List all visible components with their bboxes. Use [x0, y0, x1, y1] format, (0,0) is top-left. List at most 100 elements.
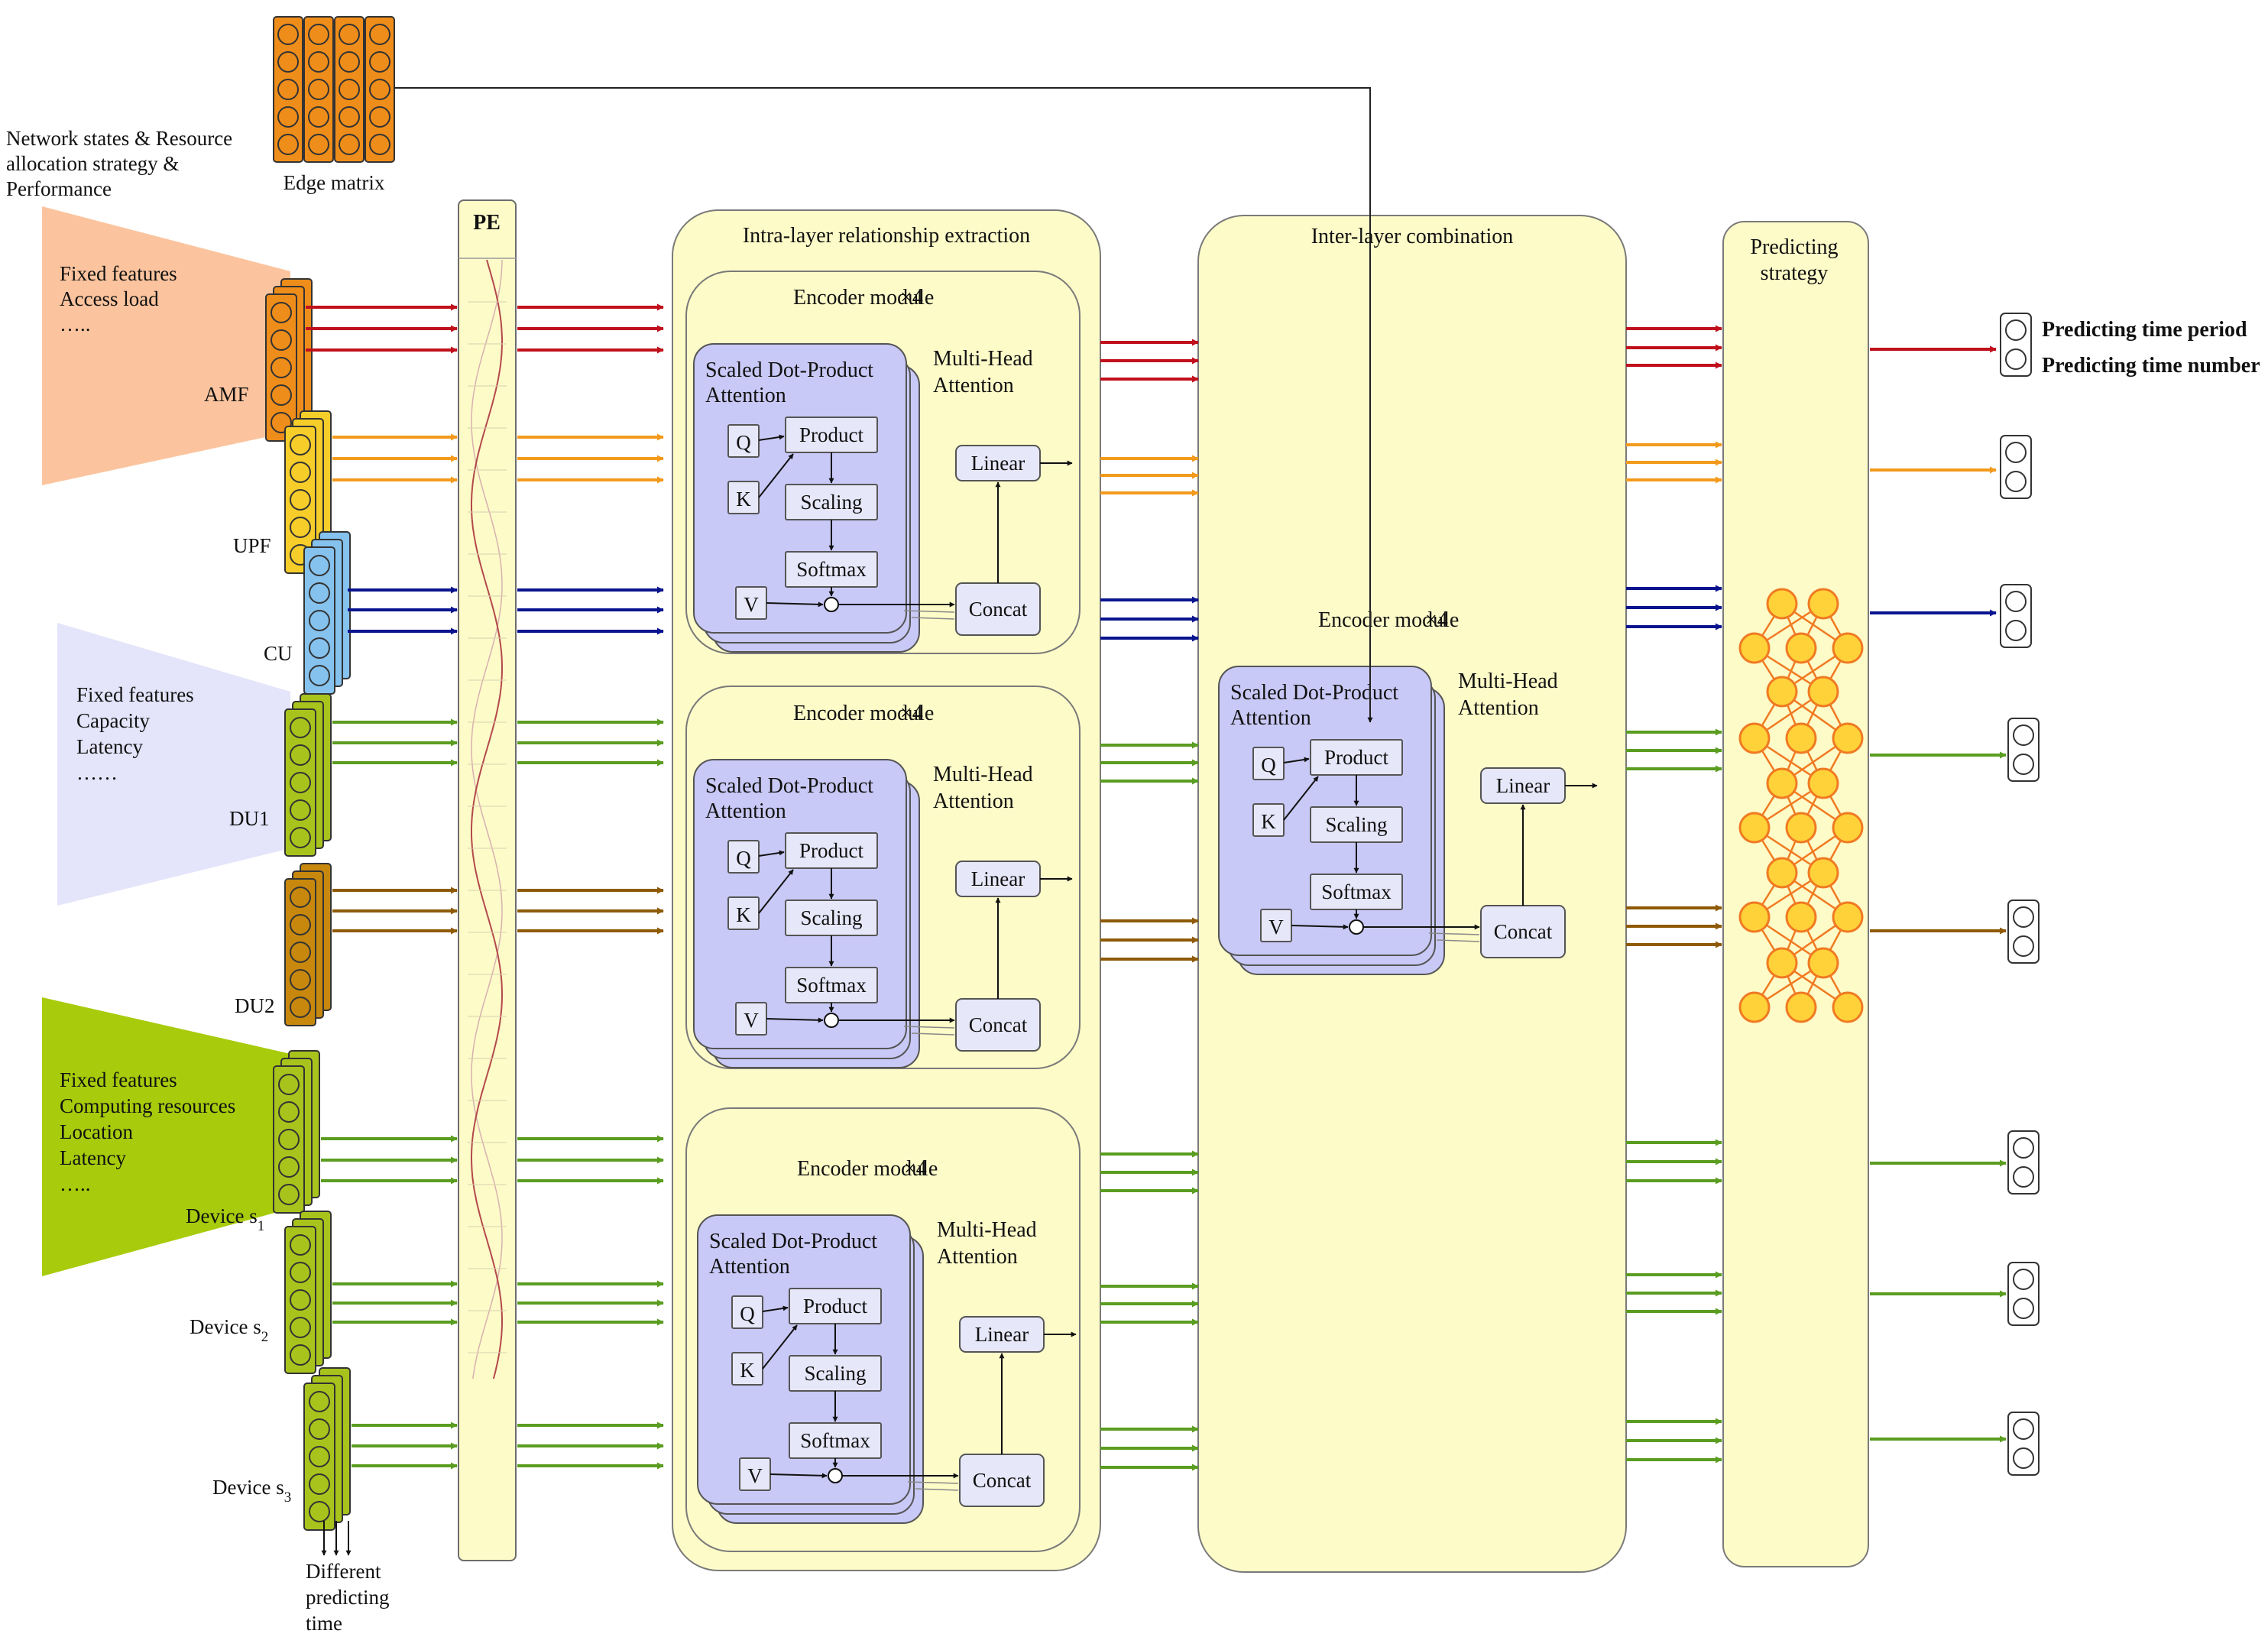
mlp-node — [1785, 812, 1817, 844]
node-label-device-s3: Device s3 — [212, 1476, 291, 1506]
flow-stack-to-pe-7 — [332, 1280, 458, 1326]
linear-label: Linear — [971, 452, 1025, 475]
mlp-node — [1766, 857, 1798, 889]
flow-pe-to-intra-5 — [517, 887, 664, 935]
edge-matrix-node — [369, 106, 390, 128]
stack-du1 — [284, 693, 332, 857]
edge-matrix-node — [339, 134, 360, 155]
output-du1 — [2007, 718, 2040, 782]
stack-node — [309, 555, 330, 576]
different-time-line-3: time — [306, 1612, 342, 1635]
output-node — [2013, 724, 2034, 746]
concat-label: Concat — [969, 1013, 1028, 1036]
stack-node — [309, 1473, 330, 1495]
stack-node — [290, 887, 311, 908]
encoder-repeat: ×4 — [900, 286, 923, 310]
linear-label: Linear — [971, 867, 1025, 890]
stack-node — [290, 744, 311, 766]
flow-inter-to-predict-4 — [1626, 728, 1722, 773]
mha-label-line1: Multi-Head — [937, 1218, 1037, 1242]
flow-inter-to-predict-3 — [1626, 585, 1722, 630]
flow-stack-to-pe-3 — [348, 586, 458, 635]
stack-node — [290, 1344, 311, 1366]
flow-pe-to-intra-8 — [517, 1421, 664, 1470]
encoder-repeat: ×4 — [900, 702, 923, 725]
pe-wave-sin — [471, 259, 503, 1379]
mlp-node — [1766, 676, 1798, 708]
pe-label: PE — [473, 211, 501, 235]
panel-amf-line-1: Fixed features — [60, 262, 177, 285]
matmul-circle — [824, 597, 839, 612]
q-to-product — [1283, 757, 1310, 763]
edge-matrix-node — [277, 79, 299, 100]
output-node — [2005, 471, 2027, 492]
output-node — [2013, 1137, 2034, 1159]
k-label: K — [1261, 810, 1276, 833]
stack-device-s3 — [303, 1367, 351, 1531]
edge-matrix-node — [369, 134, 390, 155]
panel-capacity-line-2: Capacity — [76, 709, 150, 732]
node-label-upf: UPF — [233, 534, 271, 557]
edge-matrix-node — [308, 134, 329, 155]
head-to-concat-3 — [911, 1032, 955, 1036]
mha-label-line2: Attention — [933, 789, 1014, 813]
intra-layer-title: Intra-layer relationship extraction — [743, 224, 1030, 248]
edge-matrix-node — [277, 51, 299, 73]
concat-label: Concat — [1494, 920, 1553, 943]
head-to-concat-3 — [1436, 939, 1480, 942]
flow-pe-to-intra-2 — [517, 433, 664, 484]
mlp-node — [1807, 857, 1839, 889]
panel-device — [42, 997, 294, 1276]
mha-label-line2: Attention — [933, 374, 1014, 397]
predicting-mlp-network — [1738, 588, 1864, 1023]
mlp-node — [1785, 991, 1817, 1023]
q-to-product — [758, 434, 785, 441]
panel-capacity — [57, 623, 290, 906]
q-label: Q — [740, 1302, 755, 1325]
q-box — [731, 1295, 763, 1329]
panel-capacity-line-1: Fixed features — [76, 683, 194, 706]
k-label: K — [736, 903, 751, 926]
v-to-matmul — [766, 1017, 824, 1023]
output-du2 — [2007, 900, 2040, 964]
panel-device-line-4: Latency — [60, 1146, 126, 1169]
stack-node — [309, 610, 330, 631]
edge-matrix-connector — [394, 87, 1373, 723]
v-to-matmul — [1291, 924, 1349, 930]
product-label: Product — [799, 839, 863, 862]
mlp-node — [1738, 991, 1771, 1023]
encoder-title: Encoder module — [797, 1157, 938, 1181]
mlp-node — [1807, 947, 1839, 979]
flow-intra-to-inter-8 — [1100, 1425, 1199, 1471]
encoder-title: Encoder module — [793, 286, 934, 310]
flow-pe-to-intra-4 — [517, 718, 664, 767]
stack-node — [290, 1289, 311, 1311]
stack-node — [290, 1234, 311, 1256]
edge-matrix-label: Edge matrix — [284, 171, 385, 194]
panel-amf-line-2: Access load — [60, 287, 159, 310]
output-node — [2005, 319, 2027, 341]
output-device-s2 — [2007, 1262, 2040, 1326]
mlp-node — [1785, 722, 1817, 754]
mlp-node — [1785, 632, 1817, 664]
stack-node — [290, 434, 311, 455]
output-node — [2005, 620, 2027, 641]
q-label: Q — [736, 847, 751, 870]
sdpa-label-line2: Attention — [705, 384, 786, 407]
linear-label: Linear — [975, 1323, 1029, 1346]
edge-matrix — [273, 16, 395, 163]
stack-amf — [265, 278, 313, 442]
edge-to-product-line — [394, 87, 1373, 723]
output-cu — [2000, 584, 2032, 648]
flow-stack-to-pe-5 — [332, 887, 458, 935]
edge-matrix-node — [339, 79, 360, 100]
output-node — [2013, 1298, 2034, 1319]
input-feature-panels — [42, 206, 294, 1276]
mha-label-line2: Attention — [937, 1245, 1018, 1269]
scaling-label: Scaling — [1326, 813, 1388, 836]
k-label: K — [740, 1359, 755, 1382]
panel-capacity-line-3: Latency — [76, 735, 143, 758]
q-box — [727, 424, 760, 458]
